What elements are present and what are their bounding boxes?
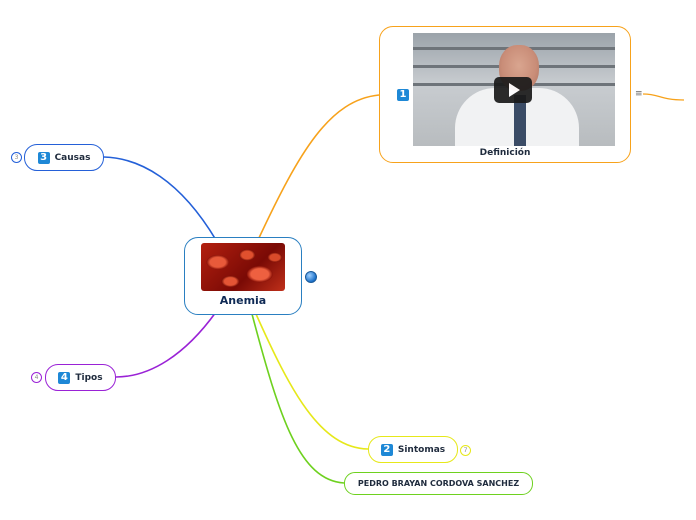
- child-count-badge[interactable]: 7: [460, 445, 471, 456]
- connector-causas: [104, 157, 216, 240]
- central-topic-label: Anemia: [220, 294, 266, 307]
- topic-number-badge: 1: [397, 89, 409, 101]
- topic-tipos[interactable]: 4 Tipos: [45, 364, 116, 391]
- connector-autor: [252, 314, 344, 483]
- topic-label: Definición: [380, 148, 630, 158]
- central-topic-anemia[interactable]: Anemia: [184, 237, 302, 315]
- topic-sintomas[interactable]: 2 Sintomas: [368, 436, 458, 463]
- connector-tipos: [116, 312, 216, 377]
- topic-number-badge: 3: [38, 152, 50, 164]
- topic-label: Sintomas: [398, 445, 445, 455]
- topic-number-badge: 2: [381, 444, 393, 456]
- video-thumbnail[interactable]: [413, 33, 615, 146]
- notes-icon[interactable]: ≡: [635, 89, 643, 99]
- connector-definicion: [258, 95, 379, 240]
- connector-sintomas: [256, 314, 368, 449]
- topic-causas[interactable]: 3 Causas: [24, 144, 104, 171]
- topic-number-badge: 4: [58, 372, 70, 384]
- connector-note: [643, 94, 684, 100]
- play-icon[interactable]: [494, 77, 532, 103]
- red-blood-cells-image: [201, 243, 285, 291]
- child-count-badge[interactable]: 3: [11, 152, 22, 163]
- topic-label: Causas: [55, 153, 91, 163]
- globe-icon[interactable]: [305, 271, 317, 283]
- topic-label: Tipos: [75, 373, 102, 383]
- child-count-badge[interactable]: 4: [31, 372, 42, 383]
- topic-author[interactable]: PEDRO BRAYAN CORDOVA SANCHEZ: [344, 472, 533, 495]
- topic-definicion[interactable]: 1 Definición: [379, 26, 631, 163]
- topic-label: PEDRO BRAYAN CORDOVA SANCHEZ: [358, 479, 519, 488]
